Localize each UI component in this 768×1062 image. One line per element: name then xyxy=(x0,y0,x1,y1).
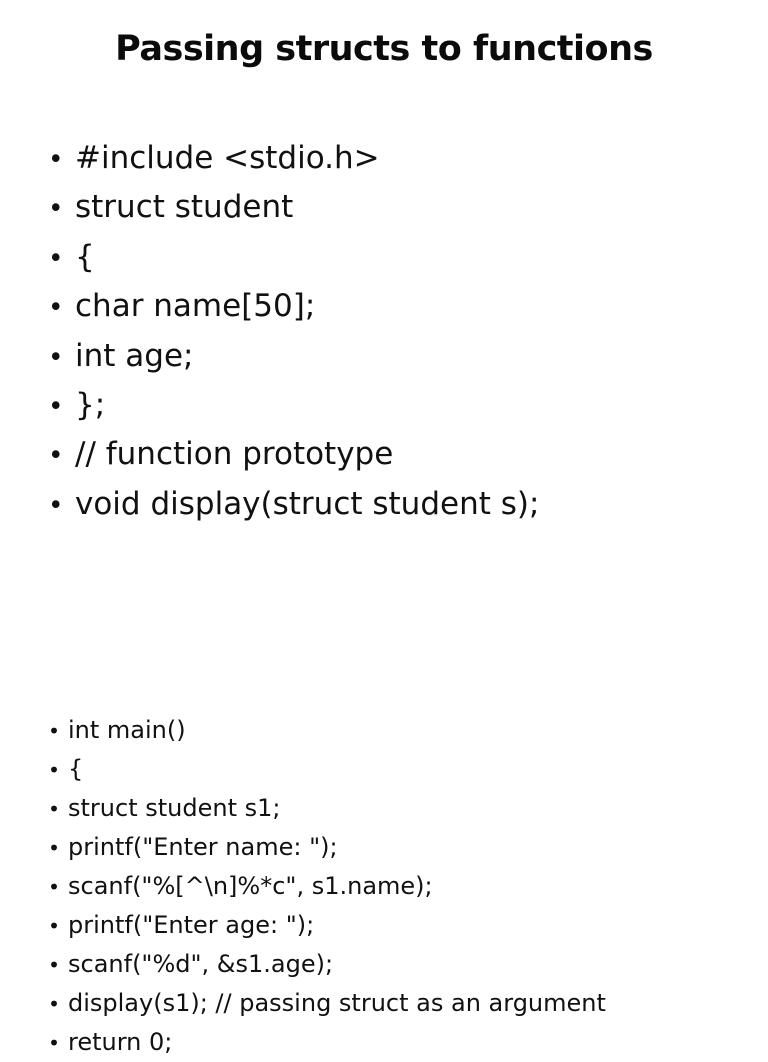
bullet-icon: • xyxy=(48,992,61,1016)
bullet-icon: • xyxy=(48,293,64,324)
bullet-icon: • xyxy=(48,1031,61,1055)
list-item: • printf("Enter age: "); xyxy=(0,906,606,945)
list-item: • #include <stdio.h> xyxy=(0,135,539,184)
code-list-declaration: •#include <stdio.h> •struct student •{ •… xyxy=(0,135,539,530)
code-line-text: void display(struct student s); xyxy=(75,485,540,522)
bullet-icon: • xyxy=(48,342,64,373)
list-item: •{ xyxy=(0,234,539,283)
list-item: • int main() xyxy=(0,711,606,750)
code-line-text: }; xyxy=(75,387,106,424)
list-item: •}; xyxy=(0,382,539,431)
list-item: • char name[50]; xyxy=(0,283,539,332)
list-item: • struct student xyxy=(0,184,539,233)
code-line-text: display(s1); // passing struct as an arg… xyxy=(68,989,606,1017)
bullet-icon: • xyxy=(48,490,64,521)
bullet-icon: • xyxy=(48,914,61,938)
code-line-text: printf("Enter name: "); xyxy=(68,833,338,861)
code-line-text: struct student s1; xyxy=(68,794,281,822)
bullet-icon: • xyxy=(48,194,64,225)
list-item: • display(s1); // passing struct as an ar… xyxy=(0,984,606,1023)
bullet-icon: • xyxy=(48,243,64,274)
code-line-text: // function prototype xyxy=(75,436,394,473)
code-line-text: scanf("%d", &s1.age); xyxy=(68,950,334,978)
list-item: • // function prototype xyxy=(0,431,539,480)
code-line-text: struct student xyxy=(75,189,294,226)
bullet-icon: • xyxy=(48,392,64,423)
list-item: • scanf("%d", &s1.age); xyxy=(0,945,606,984)
list-item: •{ xyxy=(0,750,606,789)
code-list-main: •int main() •{ •struct student s1; •prin… xyxy=(0,711,606,1062)
list-item: • struct student s1; xyxy=(0,789,606,828)
list-item: • return 0; xyxy=(0,1023,606,1062)
page-title: Passing structs to functions xyxy=(115,29,653,69)
code-line-text: { xyxy=(75,238,95,275)
list-item: • scanf("%[^\n]%*c", s1.name); xyxy=(0,867,606,906)
list-item: • void display(struct student s); xyxy=(0,481,539,530)
bullet-icon: • xyxy=(48,953,61,977)
code-line-text: int main() xyxy=(68,716,186,744)
code-line-text: { xyxy=(68,755,84,783)
bullet-icon: • xyxy=(48,797,61,821)
bullet-icon: • xyxy=(48,875,61,899)
bullet-icon: • xyxy=(48,145,64,175)
bullet-icon: • xyxy=(48,758,61,782)
code-line-text: scanf("%[^\n]%*c", s1.name); xyxy=(68,872,433,900)
bullet-icon: • xyxy=(48,719,61,743)
code-line-text: printf("Enter age: "); xyxy=(68,911,315,939)
list-item: • int age; xyxy=(0,333,539,382)
code-line-text: return 0; xyxy=(68,1028,173,1056)
code-line-text: int age; xyxy=(75,337,194,374)
bullet-icon: • xyxy=(48,441,64,472)
code-line-text: char name[50]; xyxy=(75,288,316,325)
bullet-icon: • xyxy=(48,836,61,860)
list-item: • printf("Enter name: "); xyxy=(0,828,606,867)
code-line-text: #include <stdio.h> xyxy=(75,140,380,176)
